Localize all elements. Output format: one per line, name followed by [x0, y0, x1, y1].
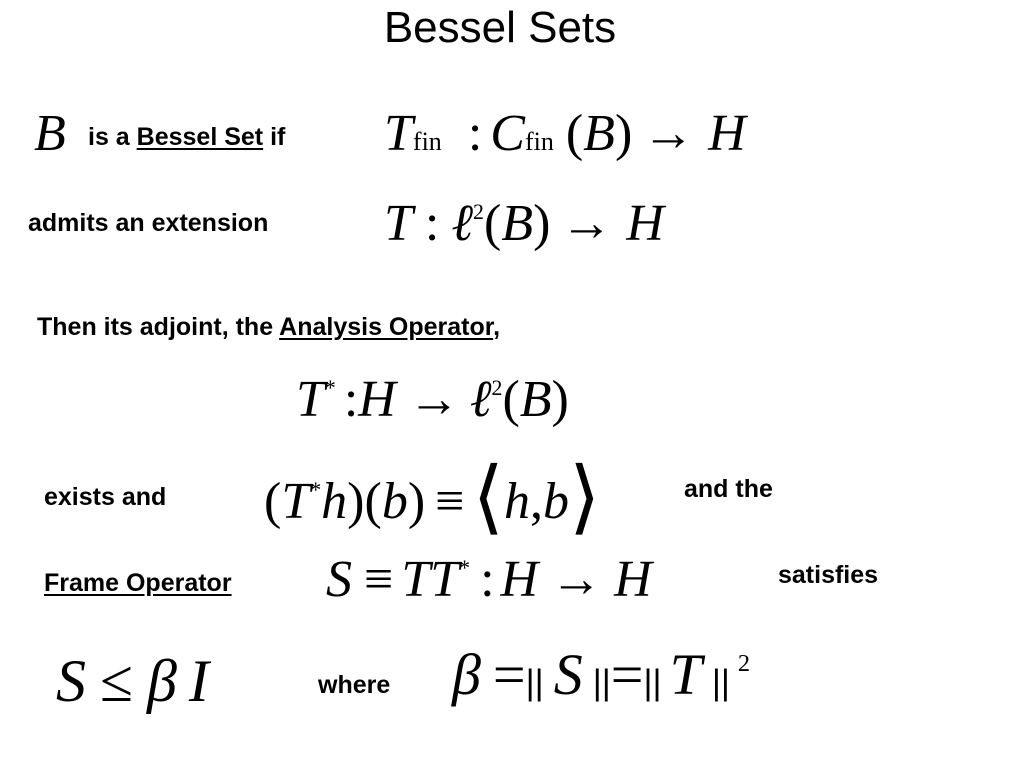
- math-symbol: ||: [643, 663, 662, 702]
- math-symbol: H: [626, 195, 664, 252]
- math-symbol: (: [483, 195, 502, 252]
- math-symbol: ||: [592, 663, 611, 702]
- math-subscript: fin: [412, 127, 442, 156]
- math-symbol: ⟨: [472, 452, 504, 542]
- math-symbol: β: [146, 648, 177, 714]
- text-fragment: Then its adjoint, the: [37, 313, 280, 341]
- adjoint-text: Then its adjoint, the Analysis Operator,: [37, 312, 500, 342]
- term-analysis-operator: Analysis Operator: [279, 313, 494, 341]
- math-symbol: B: [501, 195, 534, 252]
- math-symbol: →: [407, 371, 460, 428]
- math-symbol: ||: [525, 663, 544, 702]
- math-symbol: (: [502, 371, 520, 428]
- math-symbol: ): [614, 105, 633, 162]
- math-symbol: H: [358, 371, 396, 428]
- math-symbol: :: [343, 371, 359, 428]
- math-symbol: ≡: [435, 473, 465, 530]
- math-superscript: 2: [737, 649, 751, 677]
- math-symbol: h: [321, 473, 348, 530]
- math-symbol: (: [264, 473, 282, 530]
- math-symbol: ): [551, 371, 569, 428]
- math-superscript: 2: [473, 200, 484, 225]
- term-frame-operator: Frame Operator: [44, 569, 232, 597]
- math-symbol: →: [550, 551, 603, 608]
- formula-beta-norm: β=||S||=||T||2: [452, 644, 750, 718]
- math-symbol: B: [583, 105, 615, 162]
- math-symbol: T: [669, 642, 702, 707]
- math-symbol: h: [503, 473, 530, 530]
- math-symbol: ℓ: [469, 371, 492, 428]
- math-superscript: *: [459, 556, 471, 581]
- math-superscript: *: [310, 478, 322, 503]
- math-symbol: B: [519, 371, 552, 428]
- extension-text: admits an extension: [28, 209, 269, 237]
- math-symbol: :: [480, 551, 495, 608]
- math-symbol: →: [560, 195, 613, 252]
- math-symbol: ⟩: [568, 452, 601, 542]
- math-symbol: ,: [529, 473, 543, 530]
- math-symbol: =: [492, 642, 526, 707]
- math-symbol: (: [565, 105, 584, 162]
- math-symbol: ): [533, 195, 551, 252]
- math-symbol: =: [610, 642, 644, 707]
- math-symbol: ): [347, 473, 365, 530]
- math-symbol: S: [553, 642, 583, 707]
- math-symbol: ||: [711, 663, 730, 702]
- math-symbol: S: [326, 551, 352, 608]
- text-fragment: is a: [88, 123, 137, 151]
- math-subscript: fin: [524, 127, 554, 156]
- math-superscript: *: [324, 376, 336, 401]
- text-fragment: if: [263, 123, 286, 151]
- math-symbol: b: [542, 473, 569, 530]
- math-symbol: ℓ: [451, 195, 474, 252]
- math-symbol: T: [384, 105, 413, 162]
- formula-analysis-operator: T*:H→ℓ2(B): [296, 372, 569, 437]
- exists-text: exists and: [44, 483, 167, 511]
- satisfies-text: satisfies: [778, 561, 879, 589]
- math-symbol: ): [407, 473, 426, 530]
- math-symbol: T: [296, 371, 325, 428]
- and-the-text: and the: [684, 475, 773, 503]
- math-symbol: →: [642, 105, 695, 162]
- math-symbol: ≡: [364, 551, 394, 608]
- math-symbol: :: [467, 105, 483, 162]
- math-symbol: β: [452, 642, 481, 707]
- math-symbol: H: [614, 551, 652, 608]
- math-symbol: C: [490, 105, 525, 162]
- formula-frame-operator: S≡TT*:H→H: [326, 552, 652, 617]
- formula-b-variable: B: [34, 106, 66, 162]
- slide-title: Bessel Sets: [383, 3, 617, 52]
- math-symbol: T: [384, 195, 413, 252]
- where-text: where: [318, 671, 391, 699]
- formula-t-fin: Tfin:Cfin (B)→H: [384, 106, 746, 170]
- math-symbol: ≤: [100, 648, 133, 714]
- formula-t-extension: T:ℓ2(B)→H: [384, 196, 664, 261]
- term-bessel-set: Bessel Set: [136, 123, 264, 151]
- math-symbol: b: [381, 473, 408, 530]
- math-symbol: H: [708, 105, 746, 162]
- bessel-set-definition-text: is a Bessel Set if: [88, 122, 285, 152]
- math-symbol: S: [56, 648, 86, 714]
- math-symbol: H: [500, 551, 539, 608]
- math-symbol: TT: [401, 551, 460, 608]
- math-symbol: :: [424, 195, 440, 252]
- formula-adjoint-action: (T*h)(b)≡⟨h,b⟩: [264, 457, 600, 541]
- math-symbol: (: [364, 473, 382, 530]
- math-symbol: I: [188, 648, 209, 714]
- math-symbol: T: [281, 473, 311, 530]
- math-symbol: B: [34, 105, 66, 162]
- text-fragment: ,: [493, 313, 501, 341]
- math-superscript: 2: [491, 376, 503, 401]
